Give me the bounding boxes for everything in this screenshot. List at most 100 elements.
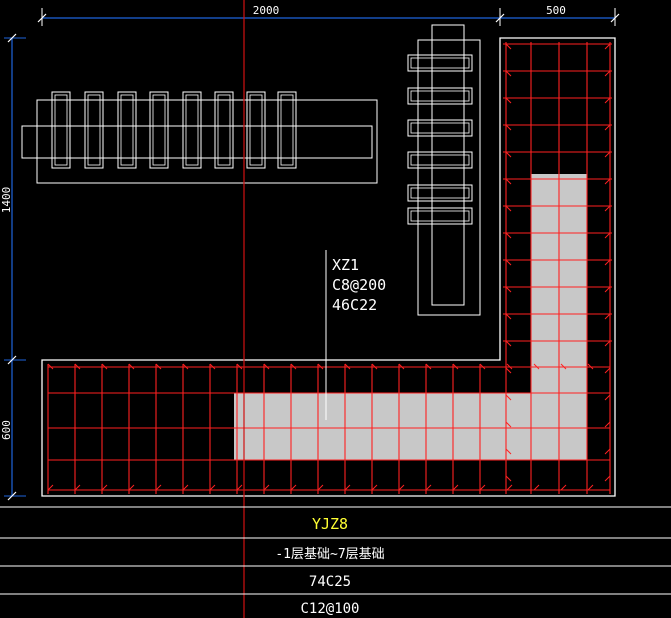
rebar-hook [425,484,432,491]
rebar-hook [604,70,611,77]
rebar-hook [560,363,567,370]
detail-stirrup [407,184,473,202]
dim-slash [37,13,47,23]
rebar-hook [505,205,512,212]
rebar-hook [452,363,459,370]
detail-stirrup [407,151,473,169]
rebar-hook [505,313,512,320]
rebar-hook [47,484,54,491]
dim-text-2000: 2000 [253,4,280,17]
rebar-hook [209,363,216,370]
rebar-hook [505,448,512,455]
rebar-hook [317,363,324,370]
rebar-hook [604,367,611,374]
detail-stirrup [182,91,202,169]
rebar-grid [47,42,612,494]
detail-stirrup-inner [410,122,470,134]
detail-stirrup-inner [152,94,166,166]
detail-stirrup [277,91,297,169]
table-main-bars: 74C25 [309,574,351,590]
rebar-hook [236,363,243,370]
dim-text-500: 500 [546,4,566,17]
rebar-hook [236,484,243,491]
rebar-hook [604,43,611,50]
rebar-hook [604,475,611,482]
rebar-hook [505,367,512,374]
rebar-hook [452,484,459,491]
rebar-hook [505,43,512,50]
detail-stirrup-inner [410,90,470,102]
detail-stirrup-inner [410,154,470,166]
detail-stirrup [84,91,104,169]
rebar-hook [344,484,351,491]
rebar-hook [101,363,108,370]
detail-stirrup [407,119,473,137]
rebar-hook [317,484,324,491]
rebar-hook [371,484,378,491]
detail-stirrup [407,54,473,72]
rebar-hook [479,484,486,491]
rebar-hook [398,363,405,370]
detail-stirrup-inner [120,94,134,166]
rebar-hook [587,484,594,491]
rebar-hook [505,421,512,428]
rebar-hook [506,484,513,491]
rebar-hook [263,484,270,491]
rebar-hook [505,97,512,104]
rebar-hook [505,340,512,347]
label-name: XZ1 [332,256,359,274]
rebar-hook [604,286,611,293]
rebar-hook [604,394,611,401]
rebar-hook [505,124,512,131]
detail-outline [36,99,378,184]
detail-stirrup-inner [54,94,68,166]
dim-slash [495,13,505,23]
rebar-hook [604,178,611,185]
rebar-hook [263,363,270,370]
label-stirrup: C8@200 [332,276,386,294]
rebar-hook [604,448,611,455]
dim-slash [7,491,17,501]
horizontal-stirrup-detail [21,91,378,184]
dim-slash [7,355,17,365]
detail-stirrup-inner [249,94,263,166]
rebar-hook [425,363,432,370]
rebar-hook [505,286,512,293]
wall-outline [41,37,616,497]
rebar-hook [604,205,611,212]
rebar-hook [604,313,611,320]
table-stirrups: C12@100 [300,601,359,617]
rebar-hook [344,363,351,370]
rebar-hook [155,363,162,370]
rebar-hook [604,97,611,104]
detail-stirrup [149,91,169,169]
rebar-hook [47,363,54,370]
rebar-hook [101,484,108,491]
rebar-hook [505,178,512,185]
rebar-hook [604,232,611,239]
rebar-hook [533,484,540,491]
rebar-hook [560,484,567,491]
detail-stirrup-inner [410,210,470,222]
rebar-hook [505,70,512,77]
detail-stirrup [214,91,234,169]
rebar-hook [587,363,594,370]
detail-stirrup-inner [185,94,199,166]
detail-stirrup [407,207,473,225]
dim-text-1400: 1400 [0,187,13,214]
detail-stirrup [407,87,473,105]
detail-stirrup-inner [87,94,101,166]
detail-stirrup [246,91,266,169]
detail-stirrup [117,91,137,169]
rebar-hook [479,363,486,370]
detail-stirrup-inner [217,94,231,166]
detail-stirrup-inner [280,94,294,166]
dim-text-600: 600 [0,420,13,440]
rebar-hook [505,232,512,239]
rebar-hook [505,259,512,266]
table-title: YJZ8 [312,515,348,533]
label-bars: 46C22 [332,296,377,314]
rebar-hook [128,363,135,370]
rebar-hook [290,363,297,370]
